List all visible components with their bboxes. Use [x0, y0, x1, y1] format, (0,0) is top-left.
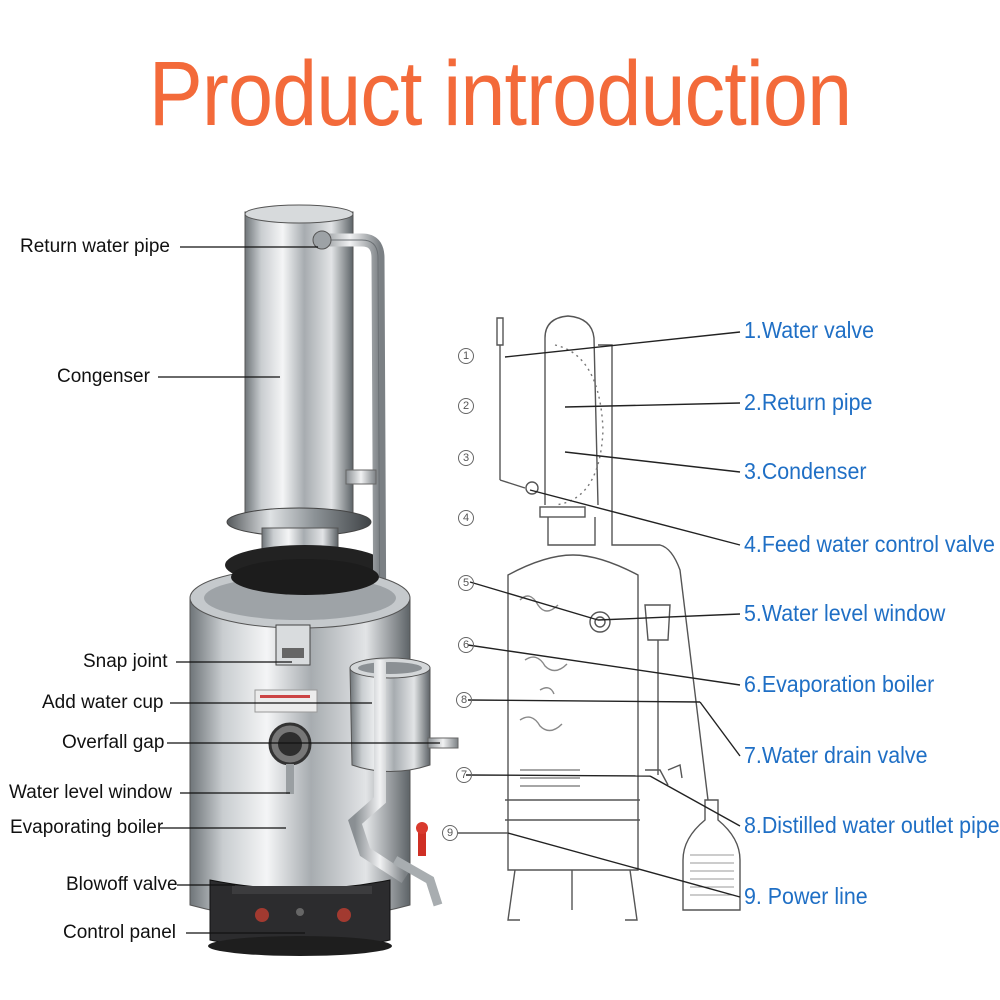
label-return-water-pipe: Return water pipe	[20, 236, 170, 257]
diagram-number-3: 3	[458, 450, 474, 466]
left-leader-lines	[158, 246, 440, 934]
label-evaporation-boiler: 6.Evaporation boiler	[744, 671, 935, 697]
label-evaporating-boiler: Evaporating boiler	[10, 817, 164, 838]
label-add-water-cup: Add water cup	[42, 692, 164, 713]
label-condenser: 3.Condenser	[744, 458, 867, 484]
right-leader-lines	[465, 331, 741, 898]
page-title: Product introduction	[148, 43, 852, 145]
product-photo	[189, 204, 459, 956]
label-water-valve: 1.Water valve	[744, 317, 874, 343]
label-snap-joint: Snap joint	[83, 651, 168, 672]
label-water-level-window-diagram: 5.Water level window	[744, 600, 946, 626]
label-congenser: Congenser	[57, 366, 150, 387]
diagram-number-2: 2	[458, 398, 474, 414]
label-blowoff-valve: Blowoff valve	[66, 874, 178, 895]
label-return-pipe: 2.Return pipe	[744, 389, 873, 415]
diagram-number-5: 5	[458, 575, 474, 591]
label-control-panel: Control panel	[63, 922, 177, 943]
diagram-number-1: 1	[458, 348, 474, 364]
diagram-number-7: 7	[456, 767, 472, 783]
label-overfall-gap: Overfall gap	[62, 732, 165, 753]
diagram-number-8: 8	[456, 692, 472, 708]
label-water-drain-valve: 7.Water drain valve	[744, 742, 928, 768]
label-distilled-water-outlet-pipe: 8.Distilled water outlet pipe	[744, 812, 1000, 838]
label-power-line: 9. Power line	[744, 883, 868, 909]
label-water-level-window: Water level window	[9, 782, 172, 803]
diagram-number-4: 4	[458, 510, 474, 526]
label-feed-water-control-valve: 4.Feed water control valve	[744, 531, 995, 557]
diagram-number-6: 6	[458, 637, 474, 653]
diagram-number-9: 9	[442, 825, 458, 841]
schematic-drawing	[458, 315, 741, 921]
